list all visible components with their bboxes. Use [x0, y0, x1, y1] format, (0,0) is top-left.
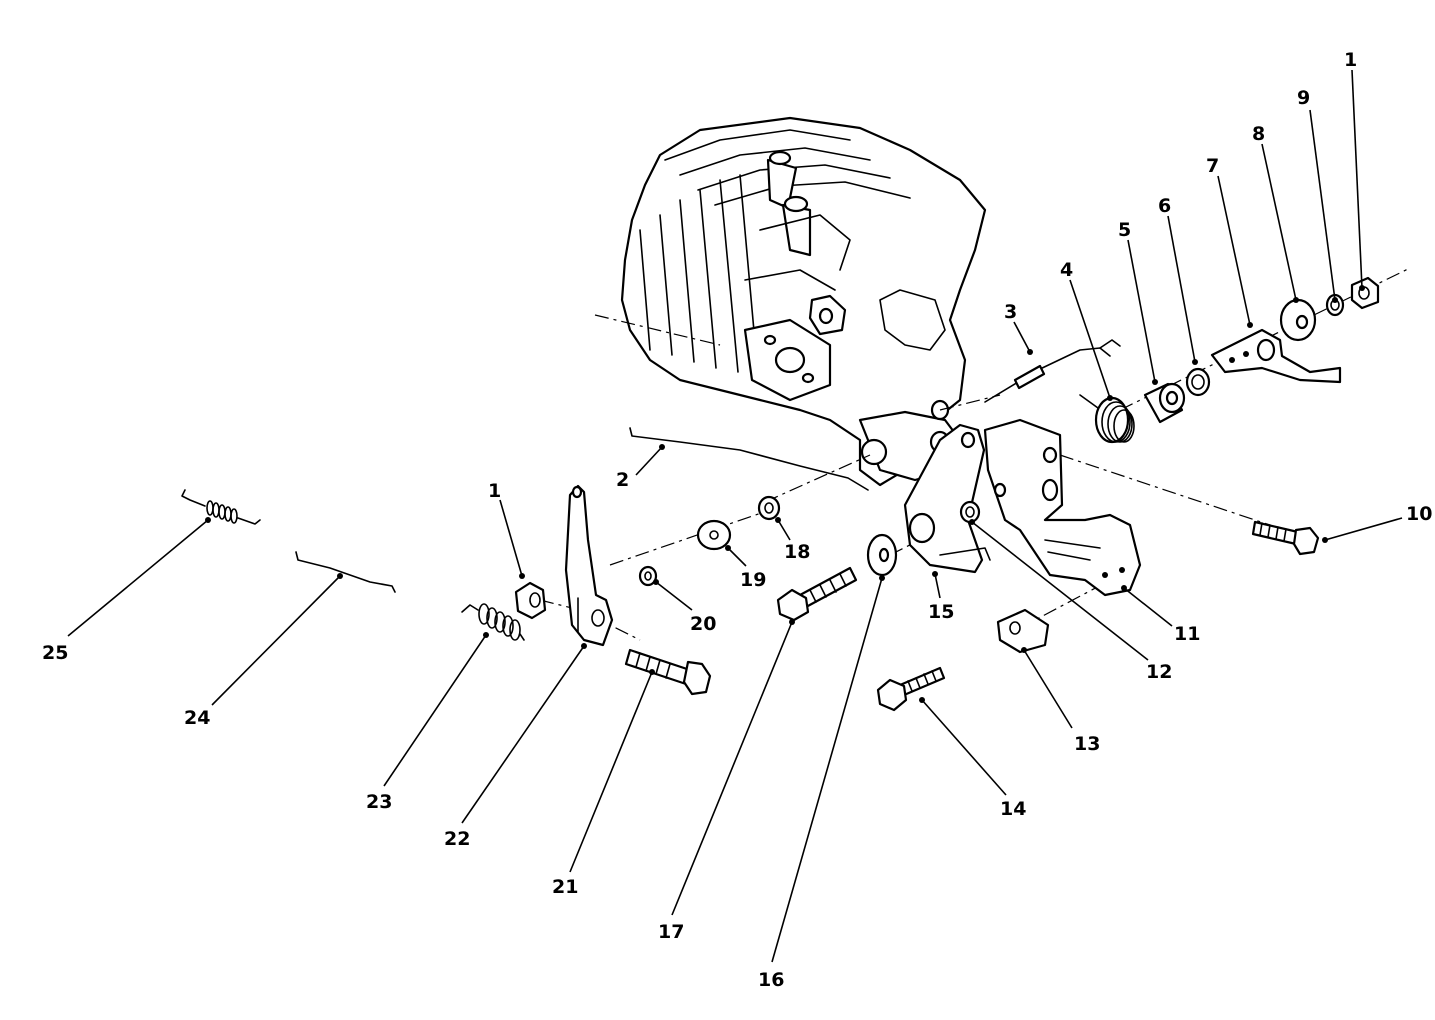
plate-part-11: [983, 418, 1142, 597]
callout-label-13: 13: [1074, 733, 1100, 755]
callout-24: 24: [184, 573, 343, 729]
callout-label-25: 25: [42, 642, 68, 664]
callout-label-12: 12: [1146, 661, 1172, 683]
bushing-part-5: [1143, 382, 1186, 424]
callout-19: 19: [725, 545, 766, 591]
callout-label-9: 9: [1297, 87, 1310, 109]
callout-label-15: 15: [928, 601, 954, 623]
nut-part-1-upper: [1350, 276, 1380, 310]
callout-13: 13: [1021, 647, 1100, 755]
callout-label-16: 16: [758, 969, 784, 991]
callout-label-1-upper: 1: [1344, 49, 1357, 71]
callout-label-14: 14: [1000, 798, 1026, 820]
washer-part-20: [638, 565, 658, 587]
callout-23: 23: [366, 632, 489, 813]
callout-label-7: 7: [1206, 155, 1219, 177]
callout-16: 16: [758, 575, 885, 991]
ring-part-6: [1185, 367, 1211, 397]
callout-9: 9: [1297, 87, 1338, 303]
callout-label-2: 2: [616, 469, 629, 491]
callout-label-3: 3: [1004, 301, 1017, 323]
screw-part-14: [876, 666, 946, 712]
link-rod-part-2: [629, 427, 869, 491]
nut-part-18: [757, 495, 781, 521]
callout-22: 22: [444, 643, 587, 850]
washer-part-16: [866, 533, 898, 577]
bolt-part-21: [624, 648, 712, 696]
callout-8: 8: [1252, 123, 1299, 303]
callout-label-24: 24: [184, 707, 210, 729]
callout-2: 2: [616, 444, 665, 491]
callout-10: 10: [1322, 503, 1432, 543]
callout-25: 25: [42, 517, 211, 664]
callout-21: 21: [552, 669, 655, 898]
lever-part-7: [1210, 328, 1342, 384]
callout-label-19: 19: [740, 569, 766, 591]
callout-label-11: 11: [1174, 623, 1200, 645]
washer-part-8: [1279, 298, 1317, 342]
callout-label-18: 18: [784, 541, 810, 563]
governor-rod-part-3: [984, 339, 1121, 403]
bolt-part-17: [776, 566, 858, 622]
callout-label-22: 22: [444, 828, 470, 850]
callout-label-5: 5: [1118, 219, 1131, 241]
clip-nut-part-13: [996, 608, 1050, 654]
callout-label-21: 21: [552, 876, 578, 898]
engine-block: [620, 116, 987, 487]
callout-1-lower: 1: [488, 480, 525, 579]
callout-label-10: 10: [1406, 503, 1432, 525]
spring-part-23: [461, 603, 525, 641]
callout-label-1-lower: 1: [488, 480, 501, 502]
callout-11: 11: [1121, 585, 1200, 645]
spacer-part-12: [959, 500, 981, 524]
callout-1-upper: 1: [1344, 49, 1365, 291]
callout-label-4: 4: [1060, 259, 1073, 281]
spring-part-4: [1079, 394, 1135, 444]
spring-part-25: [181, 489, 261, 525]
callout-label-20: 20: [690, 613, 716, 635]
callout-labels: 1 9 8 7 6 5 4: [42, 49, 1432, 991]
callout-14: 14: [919, 697, 1026, 820]
callout-label-17: 17: [658, 921, 684, 943]
callout-20: 20: [653, 579, 716, 635]
washer-part-19: [696, 519, 732, 551]
callout-5: 5: [1118, 219, 1158, 385]
callout-15: 15: [928, 571, 954, 623]
callout-label-23: 23: [366, 791, 392, 813]
callout-12: 12: [969, 519, 1172, 683]
callout-18: 18: [775, 517, 810, 563]
callout-label-8: 8: [1252, 123, 1265, 145]
callout-label-6: 6: [1158, 195, 1171, 217]
control-lever-part-22: [564, 484, 614, 647]
nut-part-1-lower: [514, 581, 547, 620]
link-rod-part-24: [295, 551, 396, 593]
bolt-part-10: [1251, 520, 1320, 556]
callout-3: 3: [1004, 301, 1033, 355]
callout-4: 4: [1060, 259, 1113, 401]
callout-7: 7: [1206, 155, 1253, 328]
callout-6: 6: [1158, 195, 1198, 365]
callout-17: 17: [658, 619, 795, 943]
